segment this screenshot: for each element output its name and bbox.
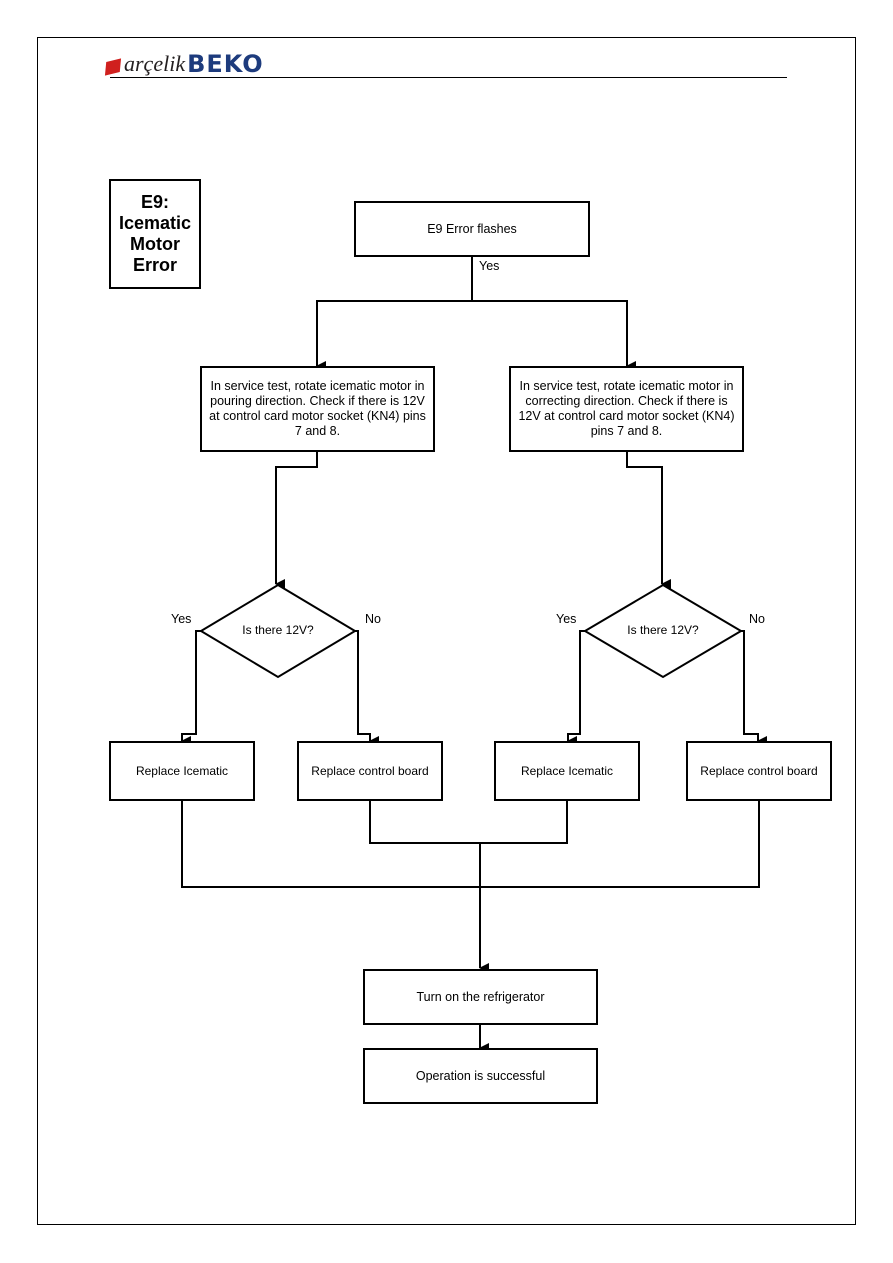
error-title-box: E9: Icematic Motor Error (109, 179, 201, 289)
arrow-right-no (741, 630, 767, 746)
left-decision-diamond (199, 583, 357, 679)
right-no-label: No (749, 612, 765, 626)
start-yes-label: Yes (479, 259, 500, 273)
arrow-right-yes (567, 630, 585, 746)
replace-board-box-left: Replace control board (297, 741, 443, 801)
right-decision-diamond (583, 583, 743, 679)
right-decision-text: Is there 12V? (627, 623, 699, 637)
arrow-to-left-decision (275, 451, 318, 589)
brand-logo: arçelik BEKO (104, 50, 264, 78)
left-check-box: In service test, rotate icematic motor i… (200, 366, 435, 452)
page-frame (37, 37, 856, 1225)
replace-icematic-box-right: Replace Icematic (494, 741, 640, 801)
replace-board-box-right: Replace control board (686, 741, 832, 801)
left-no-label: No (365, 612, 381, 626)
header-rule (110, 77, 787, 78)
arrow-to-right-decision (626, 451, 671, 589)
arrow-left-yes (181, 630, 201, 746)
logo-arcelik-text: arçelik (124, 51, 186, 76)
connector-merge-outer (181, 801, 760, 888)
left-yes-label: Yes (171, 612, 192, 626)
success-box: Operation is successful (363, 1048, 598, 1104)
logo-beko-text: BEKO (187, 50, 264, 78)
right-check-box: In service test, rotate icematic motor i… (509, 366, 744, 452)
replace-icematic-box-left: Replace Icematic (109, 741, 255, 801)
arrow-left-no (355, 630, 379, 746)
connector-merge-inner (369, 801, 568, 844)
start-box: E9 Error flashes (354, 201, 590, 257)
left-decision-text: Is there 12V? (242, 623, 314, 637)
turn-on-box: Turn on the refrigerator (363, 969, 598, 1025)
right-yes-label: Yes (556, 612, 577, 626)
